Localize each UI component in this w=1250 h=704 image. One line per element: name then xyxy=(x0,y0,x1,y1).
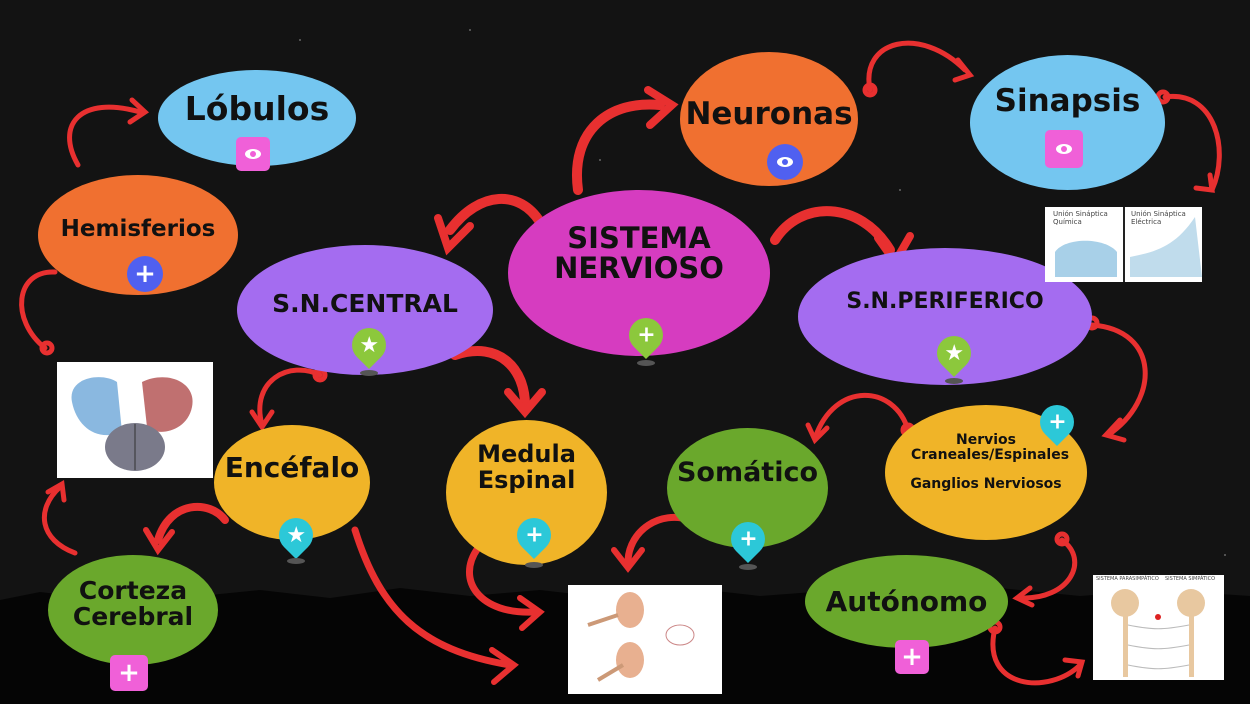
view-button-sinapsis[interactable] xyxy=(1045,130,1083,168)
star-icon: ★ xyxy=(286,522,306,548)
plus-icon: + xyxy=(636,322,656,348)
plus-icon: + xyxy=(901,642,923,672)
plus-icon: + xyxy=(524,522,544,548)
nervios-label: Nervios Craneales/Espinales xyxy=(911,432,1070,464)
arrow-sistema-periferico xyxy=(770,206,895,255)
eye-icon xyxy=(245,149,261,159)
arrow-encefalo-image xyxy=(351,526,514,669)
autonomic-right-caption: SISTEMA SIMPÁTICO xyxy=(1165,576,1216,582)
star-icon: ★ xyxy=(944,340,964,366)
view-button-lobulos[interactable] xyxy=(236,137,270,171)
arrow-sistema-neuronas xyxy=(571,99,665,195)
pin-shadow xyxy=(945,378,963,384)
eye-icon xyxy=(777,157,793,167)
arrow-medula-image xyxy=(465,544,539,616)
plus-button-corteza[interactable]: + xyxy=(110,655,148,691)
arrow-circle-hemisferios xyxy=(19,269,58,351)
plus-button-autonomo[interactable]: + xyxy=(895,640,929,674)
arrow-periferico-nervios xyxy=(1089,322,1148,438)
arrow-nervios-autonomo xyxy=(1017,537,1078,601)
plus-icon: + xyxy=(1047,409,1067,435)
plus-icon: + xyxy=(134,259,156,289)
arrow-nervios-somatico xyxy=(812,393,911,441)
eye-icon xyxy=(1056,144,1072,154)
arrow-central-encefalo xyxy=(257,367,323,428)
arrow-corteza-image xyxy=(42,484,78,556)
arrow-sistema-central xyxy=(445,194,545,235)
arrow-central-medula xyxy=(450,346,530,410)
star-icon: ★ xyxy=(359,332,379,358)
pin-shadow xyxy=(360,370,378,376)
plus-icon: + xyxy=(118,658,140,688)
autonomic-left-caption: SISTEMA PARASIMPÁTICO xyxy=(1096,576,1159,582)
pin-shadow xyxy=(739,564,757,570)
autonomic-system-image[interactable]: SISTEMA PARASIMPÁTICO SISTEMA SIMPÁTICO xyxy=(1093,575,1224,680)
synapse-image[interactable]: Unión Sináptica Química Unión Sináptica … xyxy=(1045,207,1202,282)
arrow-hemisferios-lobulos xyxy=(67,104,143,168)
pin-shadow xyxy=(637,360,655,366)
reflex-arc-image[interactable] xyxy=(568,585,722,694)
synapse-right-caption: Unión Sináptica Eléctrica xyxy=(1131,210,1186,226)
node-corteza-cerebral[interactable]: Corteza Cerebral xyxy=(48,555,218,665)
node-autonomo[interactable]: Autónomo xyxy=(805,555,1008,648)
arrow-autonomo-image xyxy=(990,625,1083,686)
arrow-neuronas-sinapsis xyxy=(866,40,968,93)
brain-lobes-image[interactable] xyxy=(57,362,213,478)
plus-button-hemisferios[interactable]: + xyxy=(127,256,163,292)
arrow-encefalo-corteza xyxy=(154,503,229,544)
synapse-left-caption: Unión Sináptica Química xyxy=(1053,210,1108,226)
view-button-neuronas[interactable] xyxy=(767,144,803,180)
node-nervios[interactable]: Nervios Craneales/Espinales Ganglios Ner… xyxy=(885,405,1087,540)
pin-shadow xyxy=(525,562,543,568)
node-sinapsis[interactable]: Sinapsis xyxy=(970,55,1165,190)
plus-icon: + xyxy=(738,526,758,552)
pin-shadow xyxy=(287,558,305,564)
ganglios-label: Ganglios Nerviosos xyxy=(910,475,1062,492)
arrow-sinapsis-image xyxy=(1162,94,1222,193)
